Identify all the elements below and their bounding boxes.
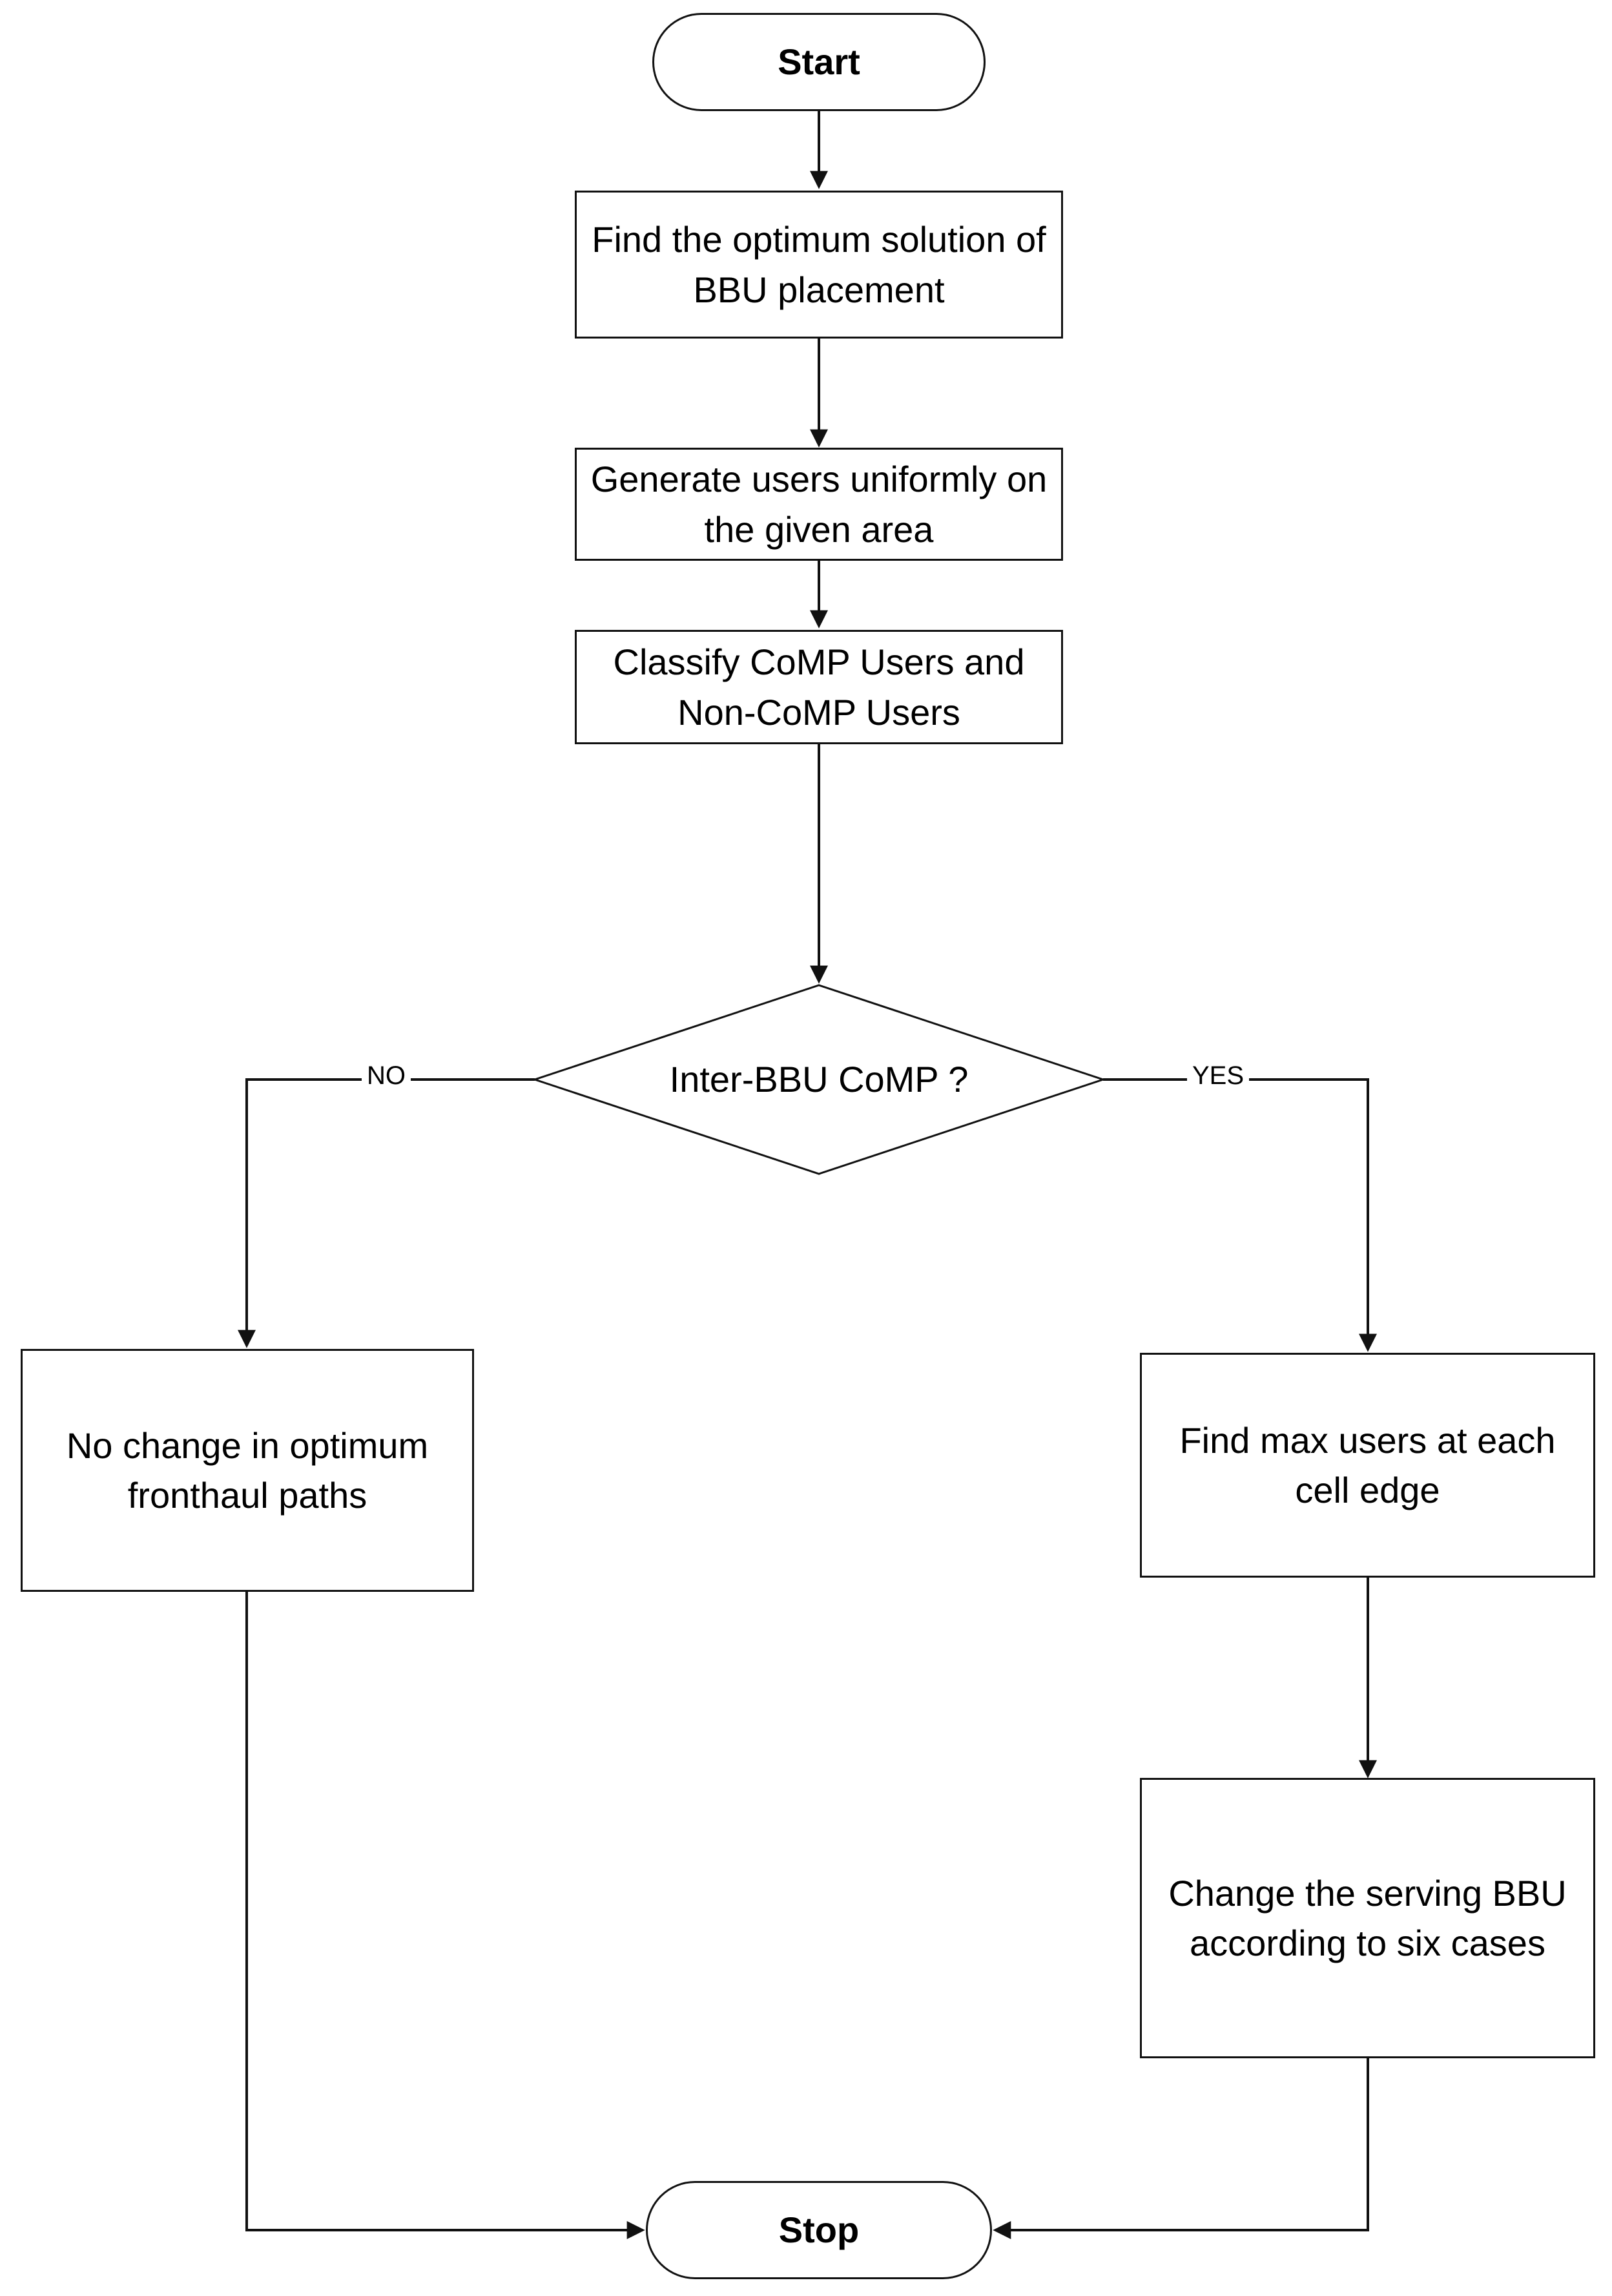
connector-decision-no-to-no-change: [238, 1078, 535, 1348]
node-change-serving-bbu-label: Change the serving BBU according to six …: [1168, 1872, 1567, 1963]
connector-change-bbu-to-stop: [993, 2057, 1369, 2239]
node-find-max-users[interactable]: Find max users at each cell edge: [1140, 1353, 1595, 1578]
node-decision-inter-bbu-comp[interactable]: Inter-BBU CoMP ?: [619, 1018, 1019, 1142]
node-no-change-fronthaul[interactable]: No change in optimum fronthaul paths: [21, 1349, 474, 1592]
node-find-optimum-solution-label: Find the optimum solution of BBU placeme…: [592, 219, 1046, 310]
node-start-label: Start: [778, 41, 860, 83]
edge-label-yes: YES: [1187, 1063, 1250, 1089]
node-find-optimum-solution[interactable]: Find the optimum solution of BBU placeme…: [575, 191, 1063, 339]
node-change-serving-bbu[interactable]: Change the serving BBU according to six …: [1140, 1778, 1595, 2058]
connector-no-change-to-stop: [245, 1591, 645, 2239]
connector-decision-yes-to-find-max: [1103, 1078, 1377, 1352]
node-stop-label: Stop: [778, 2209, 860, 2251]
node-generate-users[interactable]: Generate users uniformly on the given ar…: [575, 448, 1063, 561]
edge-label-no: NO: [362, 1063, 411, 1089]
node-find-max-users-label: Find max users at each cell edge: [1179, 1419, 1556, 1510]
node-generate-users-label: Generate users uniformly on the given ar…: [590, 459, 1048, 550]
node-classify-users[interactable]: Classify CoMP Users and Non-CoMP Users: [575, 630, 1063, 744]
decision-diamond-shape[interactable]: [532, 984, 1106, 1175]
node-no-change-fronthaul-label: No change in optimum fronthaul paths: [66, 1425, 429, 1516]
node-stop[interactable]: Stop: [646, 2181, 992, 2279]
node-classify-users-label: Classify CoMP Users and Non-CoMP Users: [613, 642, 1025, 733]
node-decision-inter-bbu-comp-label: Inter-BBU CoMP ?: [669, 1059, 969, 1100]
node-start[interactable]: Start: [652, 13, 986, 111]
